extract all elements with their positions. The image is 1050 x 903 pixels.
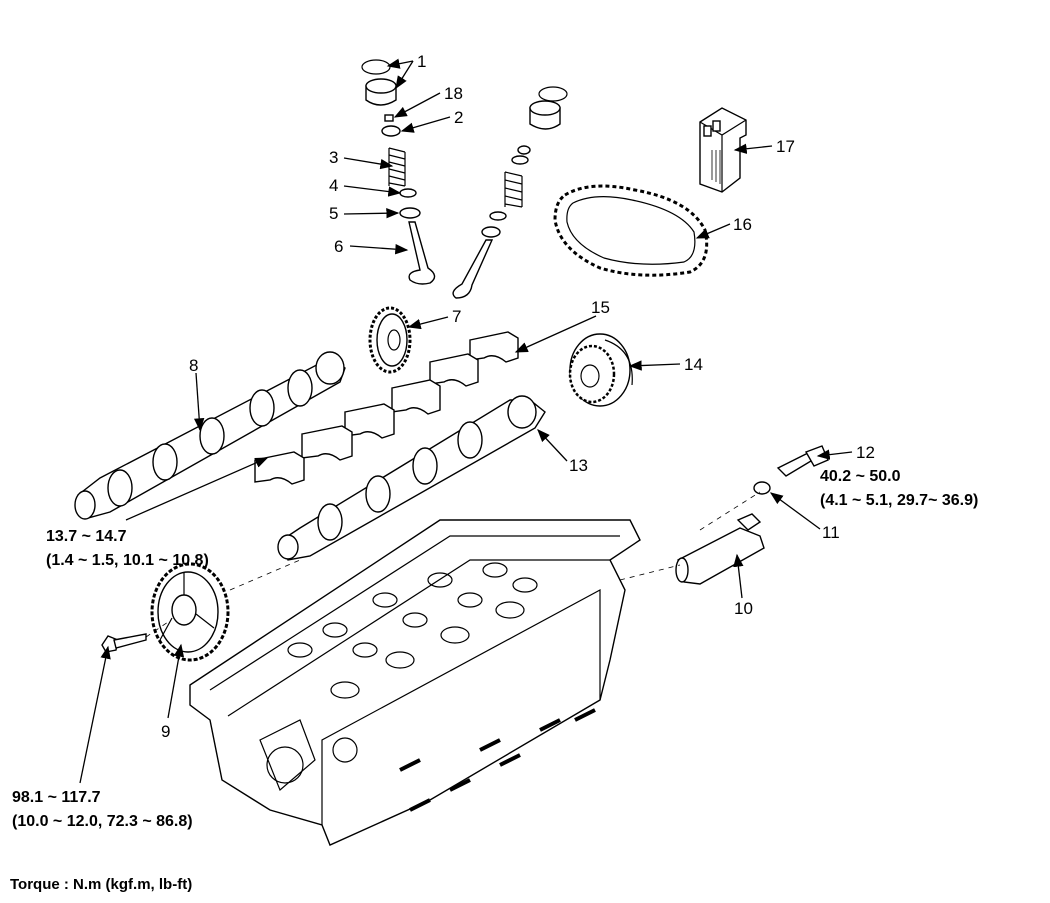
callout-5: 5 [329,204,338,223]
leader-1a [386,58,414,69]
leader-sprocket-torque [79,645,111,784]
callout-6: 6 [334,237,343,256]
leader-1b [395,60,414,90]
callout-1: 1 [417,52,426,71]
timing-chain-part [553,184,709,277]
oring-part [361,59,391,75]
valve-train-left [361,59,436,285]
camshaft-bearing-caps [254,331,519,485]
callout-16: 16 [733,215,752,234]
sprocket-torque-alt: (10.0 ~ 12.0, 72.3 ~ 86.8) [12,813,193,830]
leader-17 [733,143,773,154]
callout-12: 12 [856,443,875,462]
ocv-oring-part [753,481,771,495]
leader-4 [343,185,402,197]
callout-8: 8 [189,356,198,375]
callout-11: 11 [822,523,840,542]
leader-12 [816,449,853,460]
leader-16 [695,223,731,239]
cvvt-assembly-part [568,333,633,407]
callout-14: 14 [684,355,703,374]
cam-cap-torque-alt: (1.4 ~ 1.5, 10.1 ~ 10.8) [46,552,209,569]
exhaust-studs [399,708,596,812]
leader-3 [343,157,394,170]
leader-2 [400,116,451,133]
leader-14 [628,360,681,371]
callout-9: 9 [161,722,170,741]
callout-2: 2 [454,108,463,127]
leader-lines [79,58,853,784]
leader-cam-cap-torque [125,457,269,521]
oil-control-valve-part [675,513,765,585]
ocv-bolt-torque-alt: (4.1 ~ 5.1, 29.7~ 36.9) [820,492,978,509]
leader-13 [537,429,568,462]
callout-18: 18 [444,84,463,103]
leader-18 [393,92,441,118]
leader-6 [349,243,409,255]
leader-10 [733,553,744,599]
intake-cam-sprocket-part [150,562,230,662]
chain-tensioner-part [699,107,747,193]
cylinder-head-part [189,519,641,846]
callout-7: 7 [452,307,461,326]
callout-15: 15 [591,298,610,317]
valve-lifter-part [365,78,397,106]
valve-spring-part [388,147,406,187]
retainer-lock-part [381,114,401,137]
callout-numbers: 1 18 2 3 4 5 6 7 8 9 10 11 12 13 14 15 1… [161,52,875,741]
ocv-bolt-torque-nm: 40.2 ~ 50.0 [820,468,901,485]
valve-part [408,221,436,285]
cam-cap-torque-nm: 13.7 ~ 14.7 [46,528,127,545]
torque-specs: 13.7 ~ 14.7 (1.4 ~ 1.5, 10.1 ~ 10.8) 98.… [12,468,978,830]
callout-3: 3 [329,148,338,167]
leader-5 [343,208,400,219]
exhaust-camshaft-part [277,395,546,561]
valve-train-right [452,86,568,299]
leader-7 [407,316,449,330]
callout-13: 13 [569,456,588,475]
valve-stem-seal-part [399,207,421,219]
sprocket-torque-nm: 98.1 ~ 117.7 [12,789,101,806]
leader-15 [514,315,597,353]
spring-seat-part [399,188,417,198]
callout-4: 4 [329,176,338,195]
leader-9 [167,643,185,719]
exhaust-cam-sprocket-part [368,306,412,374]
torque-units-legend: Torque : N.m (kgf.m, lb-ft) [10,876,193,893]
callout-10: 10 [734,599,753,618]
valve-bores [287,562,538,699]
leader-11 [769,492,821,530]
intake-camshaft-part [74,351,346,520]
callout-17: 17 [776,137,795,156]
leader-8 [193,372,205,432]
